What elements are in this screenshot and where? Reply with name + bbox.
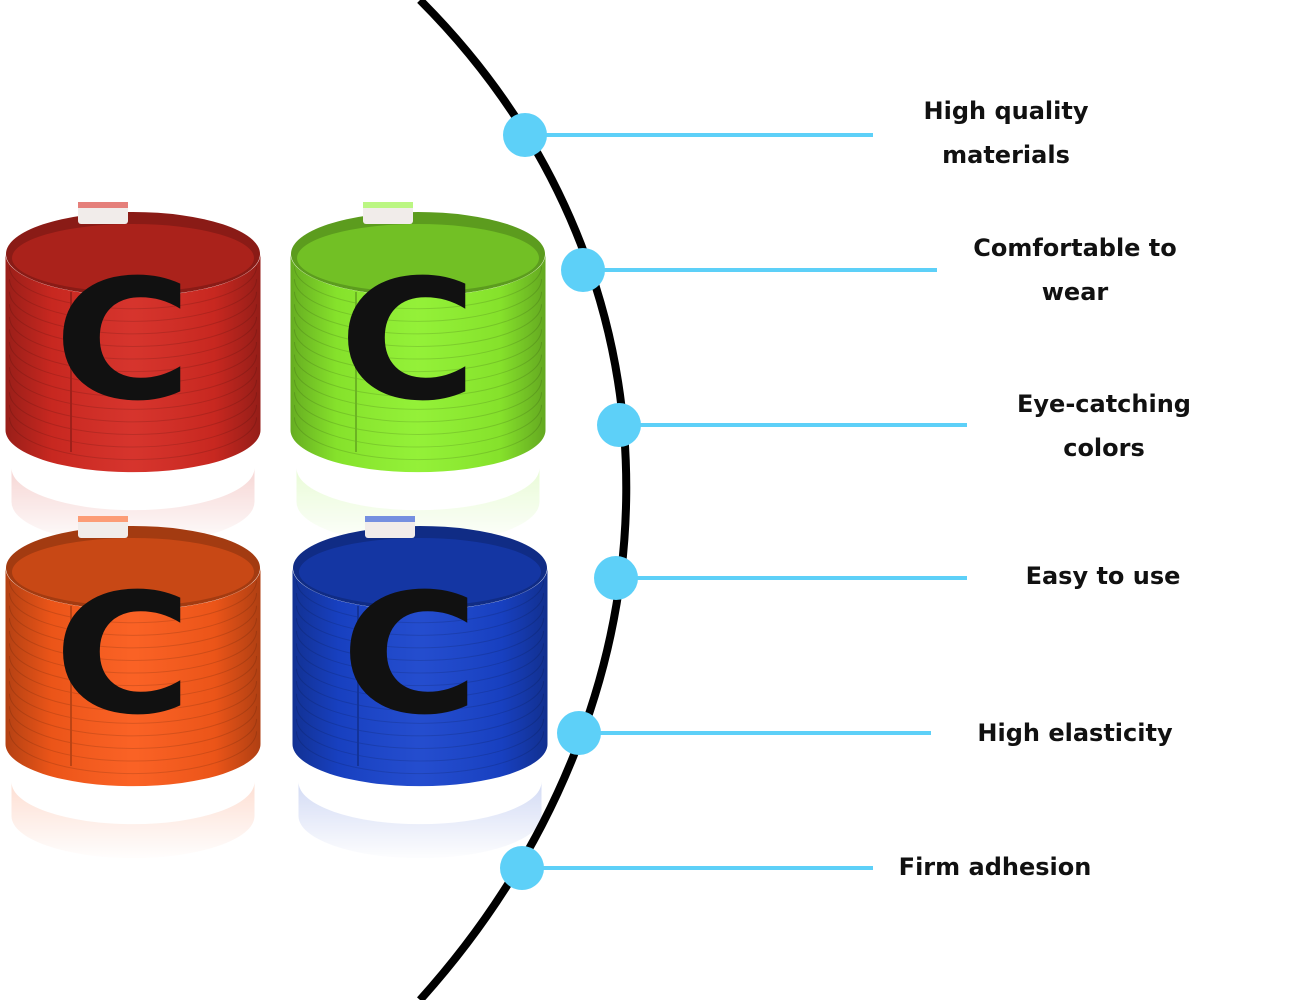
feature-label-3: Eye-catching colors	[974, 382, 1234, 470]
feature-label-line1: Comfortable to	[973, 234, 1177, 262]
feature-label-line1: Firm adhesion	[898, 853, 1092, 881]
connector-dot	[557, 711, 601, 755]
feature-label-4: Easy to use	[973, 554, 1233, 598]
feature-connector-6	[500, 846, 873, 890]
feature-label-2: Comfortable to wear	[945, 226, 1205, 314]
feature-connector-3	[597, 403, 967, 447]
armband-orange-reflection	[5, 781, 261, 861]
armband-blue: C	[292, 516, 548, 861]
connector-dot	[500, 846, 544, 890]
feature-label-line1: High elasticity	[977, 719, 1173, 747]
armband-red: C	[5, 202, 261, 547]
armband-blue-reflection	[292, 781, 548, 861]
feature-connector-1	[503, 113, 873, 157]
feature-label-line2: colors	[1063, 434, 1145, 462]
feature-label-line1: High quality	[923, 97, 1089, 125]
feature-connector-5	[557, 711, 931, 755]
feature-connector-4	[594, 556, 967, 600]
feature-label-line1: Easy to use	[1025, 562, 1181, 590]
feature-label-5: High elasticity	[945, 711, 1205, 755]
captain-letter: C	[54, 244, 193, 437]
armband-green: C	[290, 202, 546, 547]
feature-label-line1: Eye-catching	[1017, 390, 1191, 418]
captain-letter: C	[341, 558, 480, 751]
connector-dot	[561, 248, 605, 292]
feature-label-line2: materials	[942, 141, 1070, 169]
captain-letter: C	[339, 244, 478, 437]
armband-orange: C	[5, 516, 261, 861]
feature-connector-2	[561, 248, 937, 292]
connector-dot	[597, 403, 641, 447]
feature-label-6: Firm adhesion	[865, 845, 1125, 889]
feature-label-1: High quality materials	[876, 89, 1136, 177]
connector-dot	[594, 556, 638, 600]
captain-letter: C	[54, 558, 193, 751]
armband-green-reflection	[290, 467, 546, 547]
feature-label-line2: wear	[1041, 278, 1109, 306]
connector-dot	[503, 113, 547, 157]
connectors-group	[500, 113, 967, 890]
